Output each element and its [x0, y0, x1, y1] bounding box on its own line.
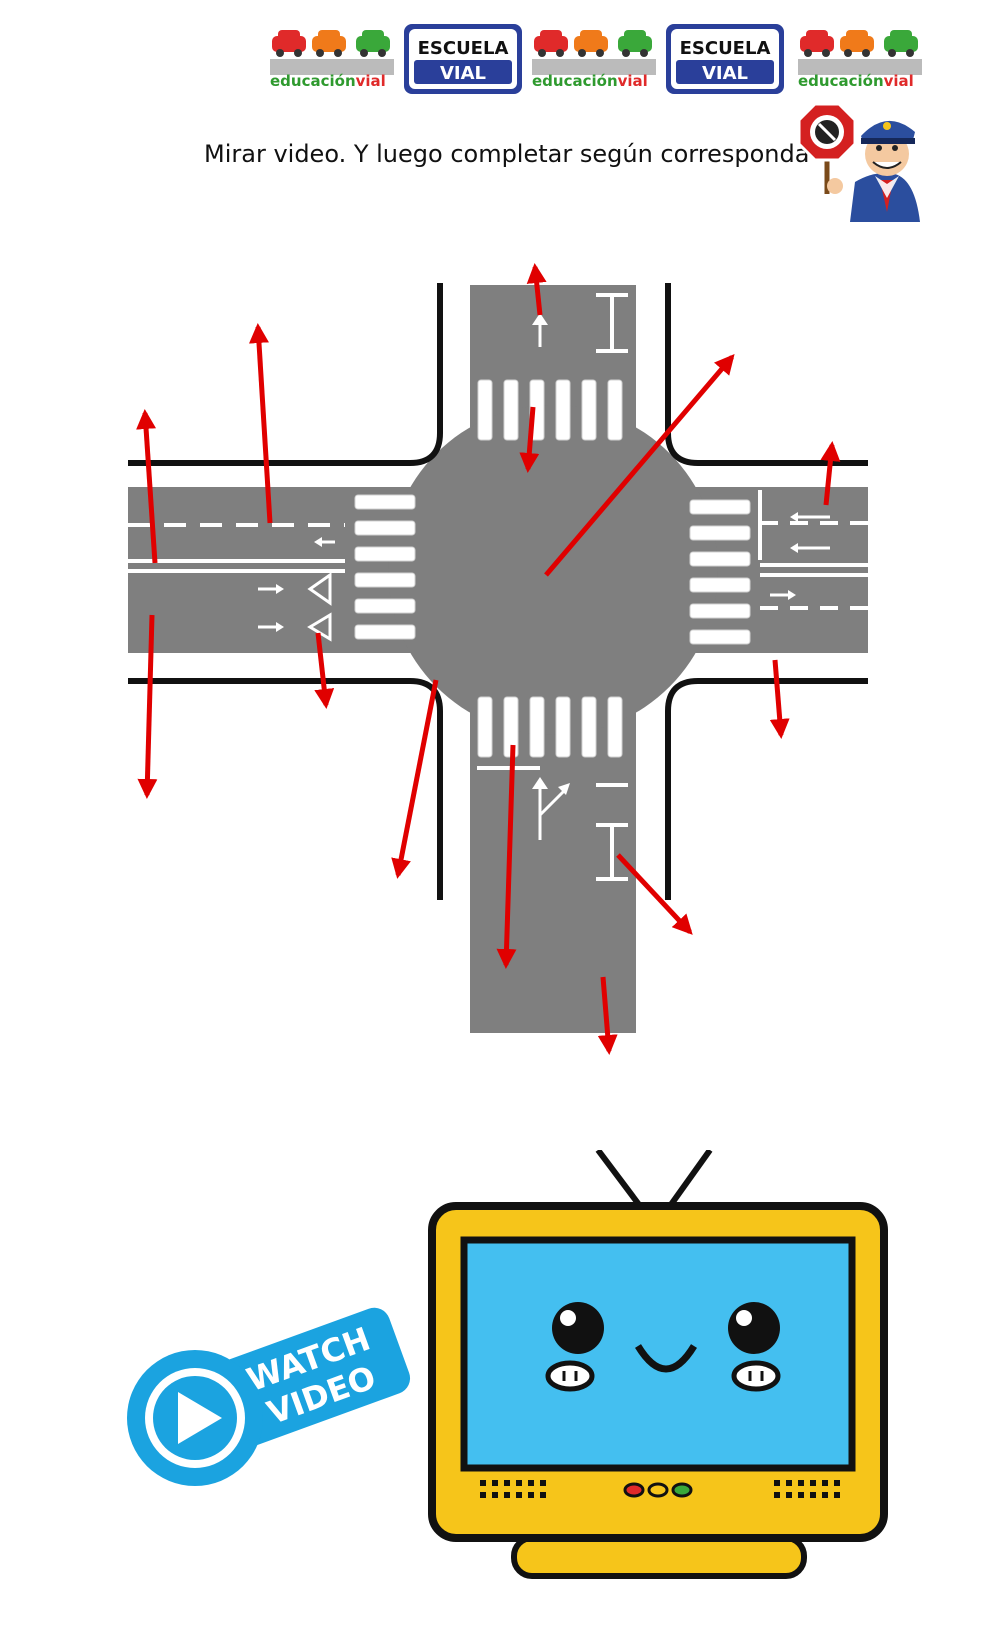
escuela-vial-sign-2: ESCUELA VIAL: [666, 24, 784, 94]
tv-button-green: [671, 1482, 693, 1498]
brand-part2: vial: [618, 72, 648, 90]
road-surface: [128, 285, 868, 1033]
sign-text-line1: ESCUELA: [418, 38, 509, 59]
escuela-vial-sign-1: ESCUELA VIAL: [404, 24, 522, 94]
pointer-arrow-10: [391, 679, 439, 879]
crosswalk-south: [477, 696, 623, 758]
traffic-officer-icon: [797, 102, 920, 222]
brand-part1: educación: [532, 72, 618, 90]
instruction-text: Mirar video. Y luego completar según cor…: [204, 140, 810, 168]
road-intersection-diagram: [128, 263, 868, 1055]
svg-text:educaciónvial: educaciónvial: [532, 72, 648, 90]
tv-button-red: [623, 1482, 645, 1498]
pointer-arrow-5: [314, 632, 335, 709]
speaker-grill-right: [774, 1480, 840, 1498]
escuela-vial-banner: educaciónvial ESCUELA VIAL educaciónvial…: [270, 24, 922, 94]
crosswalk-east: [689, 499, 751, 645]
pointer-arrow-6: [519, 406, 540, 473]
pointer-arrow-4: [137, 614, 158, 799]
pointer-arrow-9: [769, 659, 790, 739]
tv-button-yellow: [647, 1482, 669, 1498]
pointer-arrow-12: [616, 853, 693, 935]
svg-text:educaciónvial: educaciónvial: [270, 72, 386, 90]
pointer-arrow-2: [248, 323, 273, 524]
brand-part2: vial: [884, 72, 914, 90]
tv-base: [511, 1535, 807, 1579]
brand-part1: educación: [270, 72, 356, 90]
brand-part2: vial: [356, 72, 386, 90]
cars-logo-1: educaciónvial: [270, 30, 394, 90]
pointer-arrow-13: [597, 976, 618, 1055]
sign-text-line1: ESCUELA: [680, 38, 771, 59]
pointer-arrow-1: [526, 263, 547, 316]
pointer-arrow-7: [544, 353, 735, 577]
answer-pointer-arrows: [136, 263, 841, 1055]
sign-text-line2: VIAL: [440, 63, 486, 84]
pointer-arrow-11: [496, 744, 517, 969]
tv-screen: [460, 1236, 856, 1472]
lane-markings: [128, 293, 868, 881]
tv-cartoon: [428, 1150, 888, 1579]
play-icon: [178, 1392, 222, 1444]
pointer-arrow-3: [136, 409, 158, 564]
crosswalk-west: [354, 494, 416, 640]
speaker-grill-left: [480, 1480, 546, 1498]
brand-part1: educación: [798, 72, 884, 90]
watch-video-badge[interactable]: WATCH VIDEO: [120, 1300, 420, 1500]
cars-logo-2: educaciónvial: [532, 30, 656, 90]
cars-logo-3: educaciónvial: [798, 30, 922, 90]
pointer-arrow-8: [820, 441, 841, 506]
svg-text:educaciónvial: educaciónvial: [798, 72, 914, 90]
crosswalk-north: [477, 379, 623, 441]
sign-text-line2: VIAL: [702, 63, 748, 84]
